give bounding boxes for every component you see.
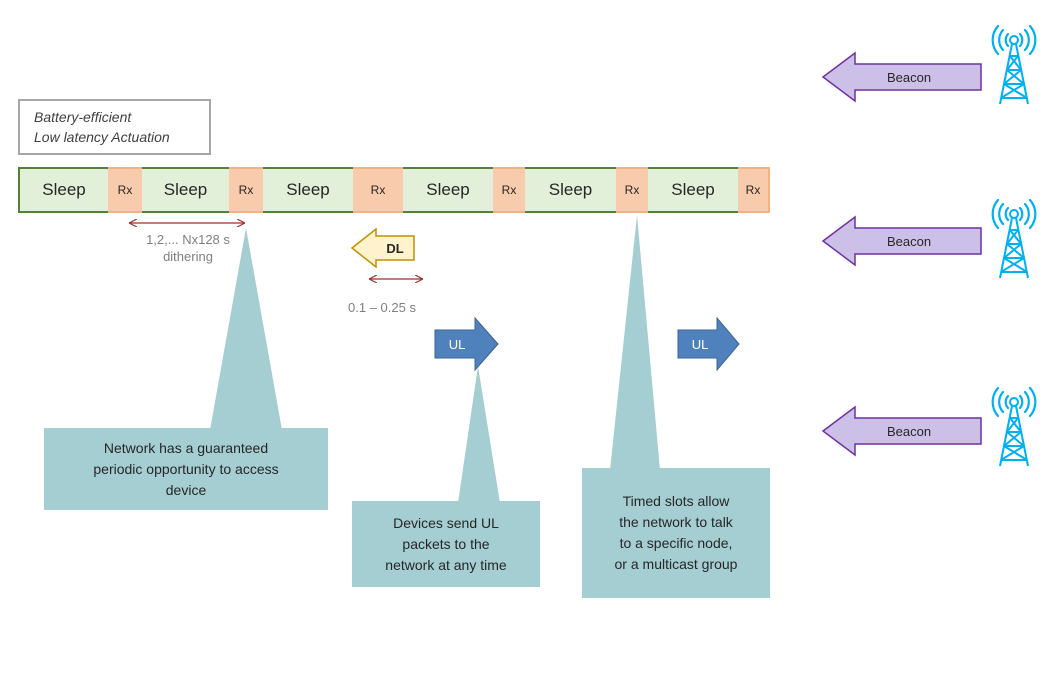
beacon-arrow-3 bbox=[821, 405, 982, 457]
timeline-rx-slot: Rx bbox=[738, 167, 770, 213]
timeline-sleep-slot: Sleep bbox=[263, 167, 353, 213]
callout-timed-line-1: Timed slots allow bbox=[622, 493, 730, 509]
callout-devices-line-1: Devices send UL bbox=[393, 514, 499, 531]
callout-network-pointer bbox=[210, 228, 282, 430]
beacon-arrow-2 bbox=[821, 215, 982, 267]
dithering-note-line-2: dithering bbox=[163, 249, 213, 264]
dithering-note: 1,2,... Nx128 s dithering bbox=[118, 231, 258, 265]
callout-devices-line-2: packets to the bbox=[402, 535, 490, 552]
callout-devices-pointer bbox=[458, 366, 500, 503]
timeline-sleep-slot: Sleep bbox=[142, 167, 229, 213]
callout-timed-box bbox=[582, 468, 770, 598]
callout-devices: Devices send UL packets to the network a… bbox=[352, 501, 540, 587]
ul-arrow-1 bbox=[434, 316, 499, 372]
mode-label-box: Battery-efficient Low latency Actuation bbox=[18, 99, 211, 155]
callout-timed: Timed slots allow the network to talk to… bbox=[582, 468, 770, 598]
timeline-sleep-slot: Sleep bbox=[648, 167, 738, 213]
beacon-arrow-1 bbox=[821, 51, 982, 103]
callout-timed-pointer bbox=[610, 215, 660, 470]
timeline-sleep-slot: Sleep bbox=[403, 167, 493, 213]
radio-tower-icon bbox=[991, 24, 1037, 106]
radio-tower-icon bbox=[991, 198, 1037, 280]
callout-network-box bbox=[44, 428, 328, 510]
timeline-rx-slot: Rx bbox=[108, 167, 142, 213]
radio-tower-icon bbox=[991, 386, 1037, 468]
callout-network-line-1: Network has a guaranteed bbox=[103, 439, 269, 456]
mode-label-line-1: Battery-efficient bbox=[34, 109, 132, 125]
timeline-rx-slot: Rx bbox=[229, 167, 263, 213]
dl-arrow bbox=[350, 227, 415, 269]
dl-window-note: 0.1 – 0.25 s bbox=[348, 300, 416, 315]
mode-label-line-2: Low latency Actuation bbox=[34, 129, 170, 145]
callout-network-line-2: periodic opportunity to access bbox=[93, 460, 279, 477]
callout-devices-line-3: network at any time bbox=[385, 556, 507, 573]
callout-timed-line-4: or a multicast group bbox=[614, 556, 738, 572]
timeline-rx-slot: Rx bbox=[353, 167, 403, 213]
callout-timed-line-2: the network to talk bbox=[619, 514, 733, 530]
ul-arrow-2 bbox=[677, 316, 740, 372]
callout-network: Network has a guaranteed periodic opport… bbox=[44, 428, 328, 510]
callout-timed-line-3: to a specific node, bbox=[619, 535, 733, 551]
dithering-note-line-1: 1,2,... Nx128 s bbox=[146, 232, 230, 247]
timeline-rx-slot: Rx bbox=[616, 167, 648, 213]
callout-devices-box bbox=[352, 501, 540, 587]
callout-network-line-3: device bbox=[165, 481, 207, 498]
timeline-rx-slot: Rx bbox=[493, 167, 525, 213]
timeline-sleep-slot: Sleep bbox=[18, 167, 108, 213]
timeline-sleep-slot: Sleep bbox=[525, 167, 616, 213]
